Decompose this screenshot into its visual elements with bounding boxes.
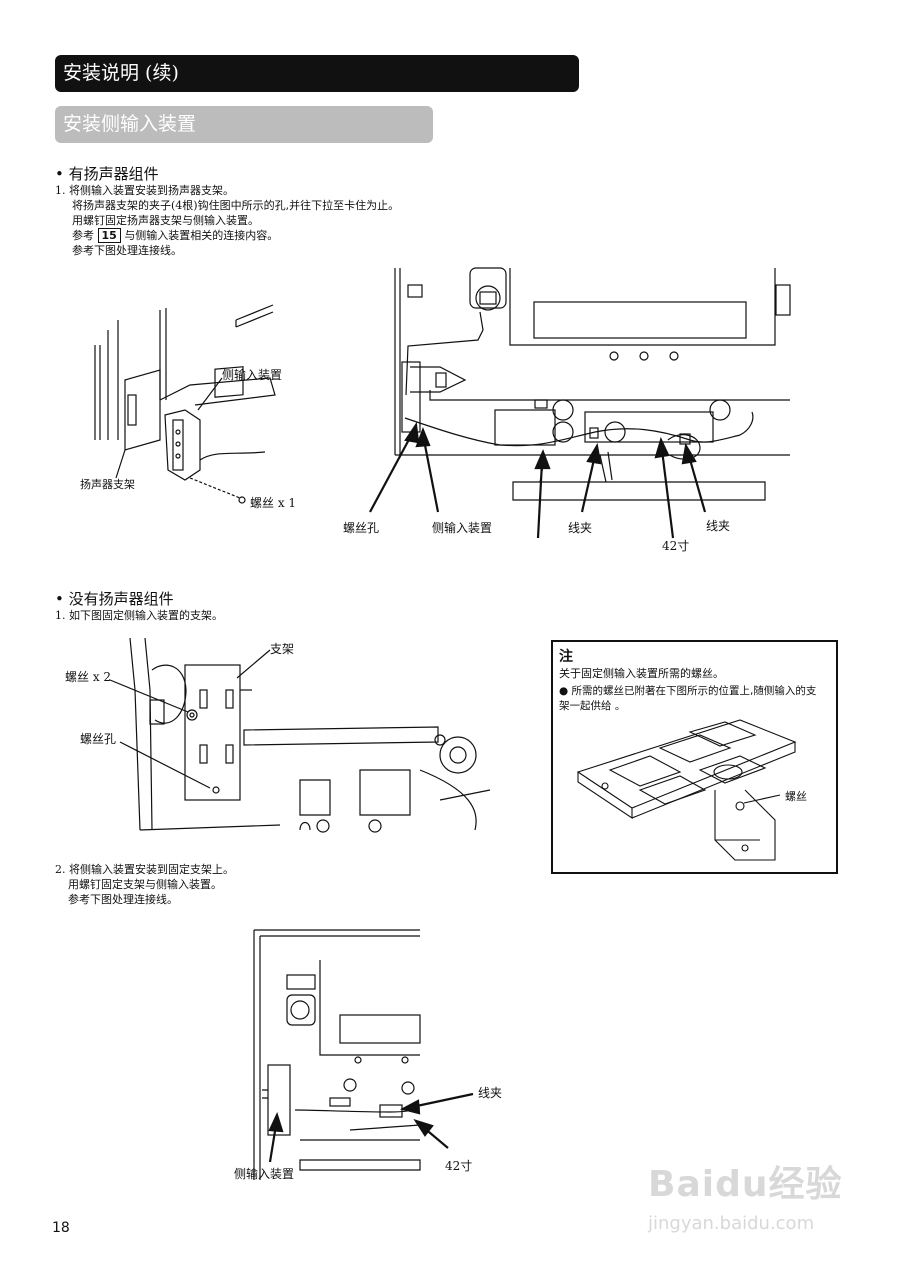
label-42-inch-2: 42寸 (445, 1159, 473, 1173)
note-line1: 关于固定侧输入装置所需的螺丝。 (559, 667, 724, 680)
label-speaker-bracket: 扬声器支架 (80, 478, 135, 491)
ref-prefix: 参考 (72, 229, 94, 242)
watermark-url: jingyan.baidu.com (648, 1213, 815, 1234)
label-42-inch: 42寸 (662, 539, 690, 553)
section1-line5: 参考下图处理连接线。 (72, 244, 182, 257)
label-screw-hole-2: 螺丝孔 (80, 732, 117, 746)
ref-text: 与侧输入装置相关的连接内容。 (124, 229, 279, 242)
page-number: 18 (52, 1220, 70, 1236)
page-reference-badge: 15 (97, 228, 121, 243)
section2-step2-line2: 用螺钉固定支架与侧输入装置。 (68, 878, 222, 891)
section1-line3: 用螺钉固定扬声器支架与侧输入装置。 (72, 214, 259, 227)
section2-step2: 2. 将侧输入装置安装到固定支架上。 (55, 863, 234, 876)
label-bracket: 支架 (270, 642, 295, 656)
section1-heading: • 有扬声器组件 (55, 165, 159, 183)
section1-step1: 1. 将侧输入装置安装到扬声器支架。 (55, 184, 234, 197)
label-side-input-device-3: 侧输入装置 (234, 1167, 295, 1181)
section1-line2: 将扬声器支架的夹子(4根)钩住图中所示的孔,并往下拉至卡住为止。 (72, 199, 400, 212)
label-clamp-2: 线夹 (706, 519, 731, 533)
section2-heading: • 没有扬声器组件 (55, 590, 174, 608)
note-box: 注 关于固定侧输入装置所需的螺丝。 ● 所需的螺丝已附著在下图所示的位置上,随侧… (551, 640, 838, 874)
section2-step1: 1. 如下图固定侧输入装置的支架。 (55, 609, 223, 622)
note-bullet: ● 所需的螺丝已附著在下图所示的位置上,随侧输入的支架一起供给 。 (559, 685, 817, 712)
label-screw-hole: 螺丝孔 (343, 521, 380, 535)
note-title: 注 (559, 649, 573, 665)
label-screw-x2: 螺丝 x 2 (65, 670, 112, 684)
label-side-input-device: 侧输入装置 (222, 368, 283, 382)
label-clamp-3: 线夹 (478, 1086, 503, 1100)
label-screw-x1: 螺丝 x 1 (250, 496, 297, 510)
label-side-input-device-2: 侧输入装置 (432, 521, 493, 535)
watermark: Baidu经验 jingyan.baidu.com (648, 1155, 842, 1234)
section1-line4: 参考 15 与侧输入装置相关的连接内容。 (72, 228, 278, 243)
page-title: 安装说明 (续) (55, 55, 579, 92)
label-clamp: 线夹 (568, 521, 593, 535)
section-title: 安装侧输入装置 (55, 106, 433, 143)
watermark-brand: Baidu经验 (648, 1164, 843, 1205)
label-screw-note: 螺丝 (785, 790, 807, 803)
section2-step2-line3: 参考下图处理连接线。 (68, 893, 178, 906)
